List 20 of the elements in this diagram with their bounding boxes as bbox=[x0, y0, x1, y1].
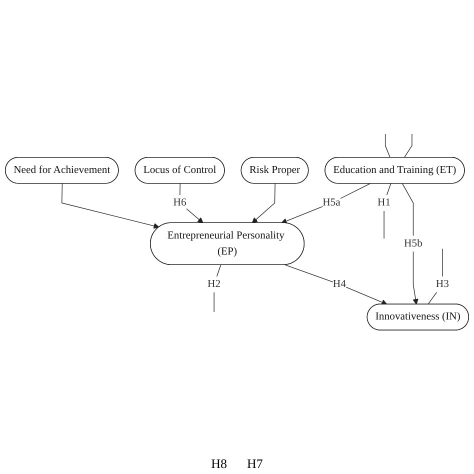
connector bbox=[384, 134, 390, 158]
arrow bbox=[402, 183, 418, 305]
arrow bbox=[62, 183, 160, 229]
hypothesis-label: H7 bbox=[247, 456, 263, 472]
connector bbox=[404, 134, 412, 158]
arrow bbox=[281, 183, 370, 224]
path-diagram: H6 H5a H2 H1 H4 H5b H3 Need for Achievement Locus of Control Risk Proper Entrepreneurial Personality (EP) Education and Training (ET) Innovativeness (IN) bbox=[0, 0, 474, 454]
connector bbox=[384, 183, 392, 239]
connector bbox=[428, 248, 443, 305]
edge-label: H1 bbox=[378, 196, 391, 208]
edge-label: H5a bbox=[322, 196, 340, 208]
arrow bbox=[252, 183, 276, 224]
edge-label: H3 bbox=[436, 278, 449, 290]
arrow bbox=[284, 264, 388, 306]
edge-label: H4 bbox=[332, 278, 346, 290]
connector bbox=[214, 264, 222, 312]
hypothesis-label: H8 bbox=[211, 456, 227, 472]
edge-label: H2 bbox=[208, 278, 221, 290]
edge-label: H6 bbox=[173, 196, 186, 208]
edge-label: H5b bbox=[404, 238, 422, 250]
